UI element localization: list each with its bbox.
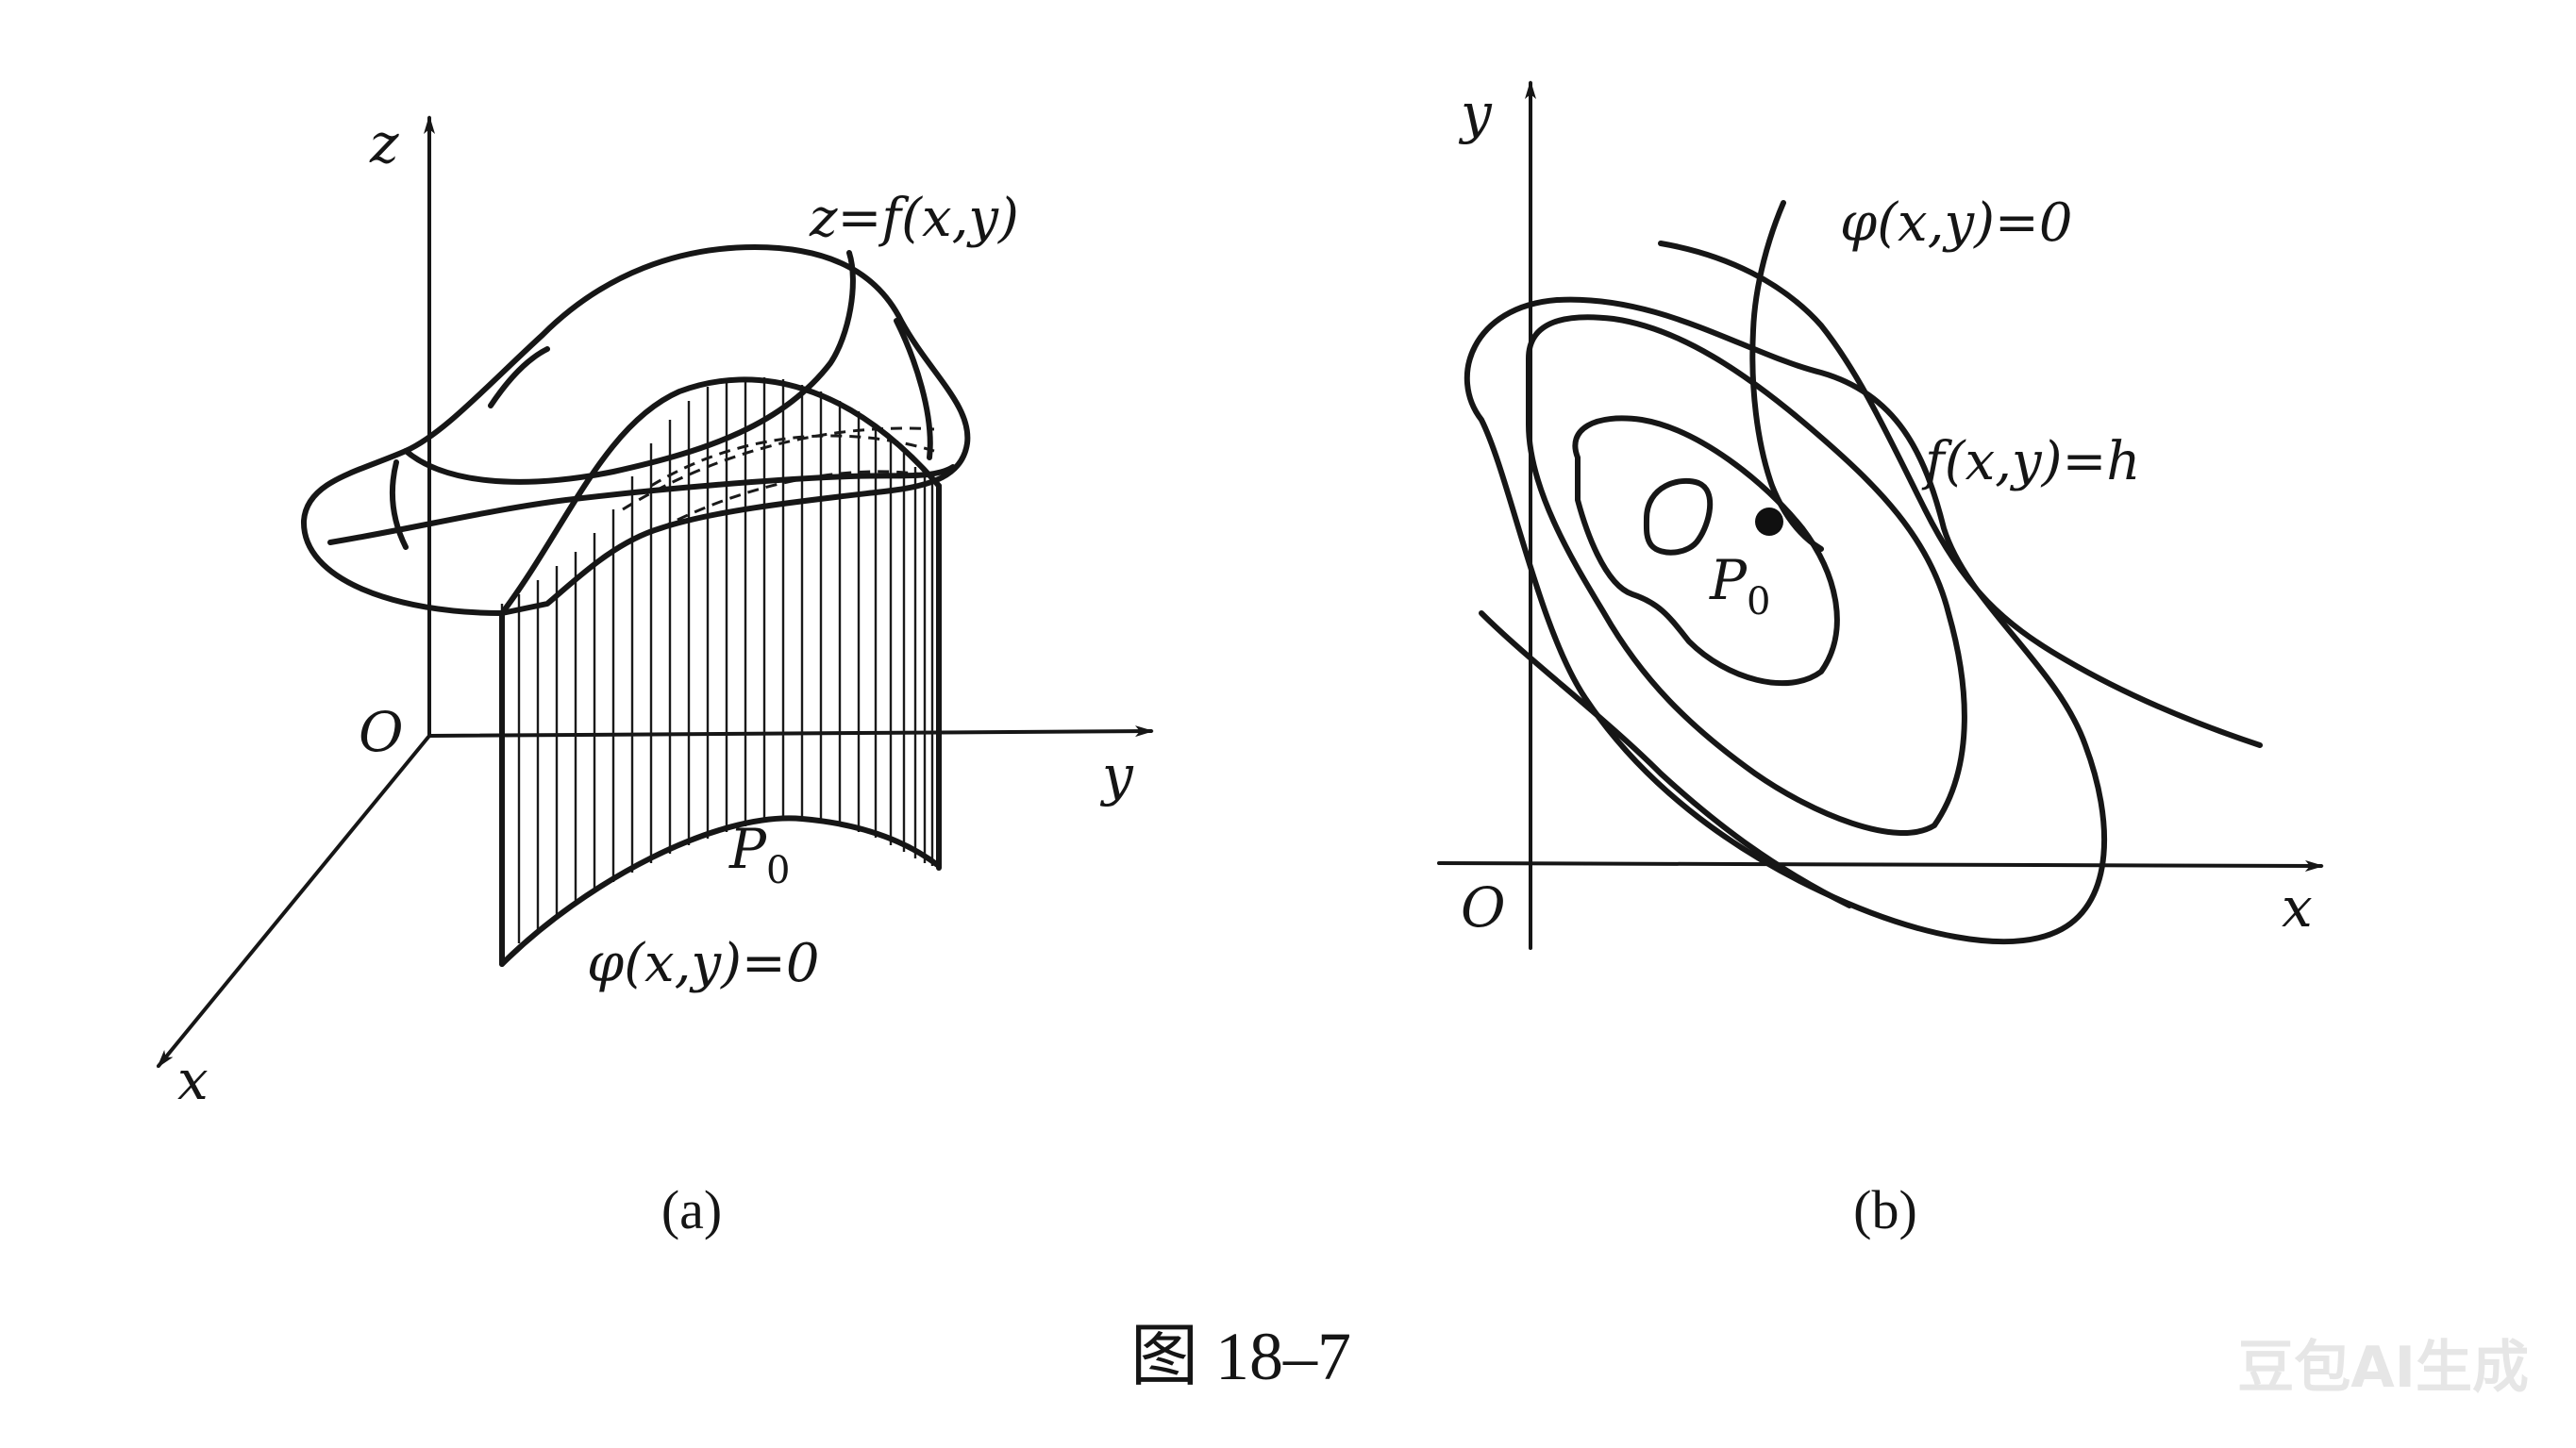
panel-a-x-axis — [157, 734, 431, 1069]
panel-b-level-label: f(x,y)=h — [1921, 431, 2140, 492]
ai-watermark: 豆包AI生成 — [2237, 1335, 2529, 1401]
panel-a-diagram: z z=f(x,y) O y x P0 φ(x,y)=0 (a) — [157, 111, 1154, 1240]
panel-a-x-axis-label: x — [177, 1048, 209, 1112]
panel-b-tangent-point — [1755, 508, 1783, 536]
panel-a-z-axis-label: z — [369, 111, 399, 175]
panel-a-surface-curve-2 — [488, 346, 550, 408]
panel-a-surface-label: z=f(x,y) — [809, 188, 1019, 249]
panel-a-caption: (a) — [661, 1179, 722, 1240]
panel-b-constraint-branch — [1749, 200, 1824, 552]
panel-a-point-subscript: 0 — [766, 849, 790, 892]
panel-b-constraint-curve — [1658, 241, 2263, 748]
panel-b-level-curve-outer — [1464, 296, 2108, 945]
panel-a-surface-ridge — [327, 464, 956, 545]
panel-b-level-curve-3 — [1526, 314, 1967, 836]
panel-a-surface-contour — [403, 250, 856, 485]
panel-a-base-curve — [499, 815, 942, 967]
panel-b-level-curve-small — [1643, 477, 1714, 556]
panel-b-caption: (b) — [1853, 1179, 1917, 1240]
panel-a-constraint-label: φ(x,y)=0 — [587, 933, 819, 994]
panel-b-point-subscript: 0 — [1747, 580, 1770, 624]
panel-b-level-curve-2 — [1572, 415, 1840, 687]
panel-b-level-curve-lower — [1479, 610, 1852, 908]
panel-a-surface-curve-1 — [389, 459, 409, 550]
panel-a-surface-outline — [300, 244, 971, 616]
panel-b-y-axis-label: y — [1458, 81, 1493, 145]
panel-b-x-axis — [1437, 859, 2324, 872]
panel-a-cylinder-hatching — [500, 377, 934, 962]
panel-a-y-axis — [427, 725, 1154, 738]
panel-a-point-label: P0 — [728, 817, 790, 892]
panel-a-y-axis-label: y — [1099, 743, 1134, 807]
panel-a-cylinder-top-edge — [499, 376, 942, 616]
panel-b-x-axis-label: x — [2282, 875, 2313, 940]
panel-b-diagram: y φ(x,y)=0 f(x,y)=h P0 O x (b) — [1437, 80, 2324, 1240]
panel-b-constraint-label: φ(x,y)=0 — [1840, 192, 2072, 254]
panel-a-surface-curve-3 — [894, 318, 933, 460]
panel-b-point-label: P0 — [1709, 548, 1770, 624]
panel-a-origin-label: O — [359, 700, 404, 764]
panel-b-origin-label: O — [1461, 875, 1506, 940]
figure-caption: 图 18–7 — [1130, 1319, 1351, 1394]
